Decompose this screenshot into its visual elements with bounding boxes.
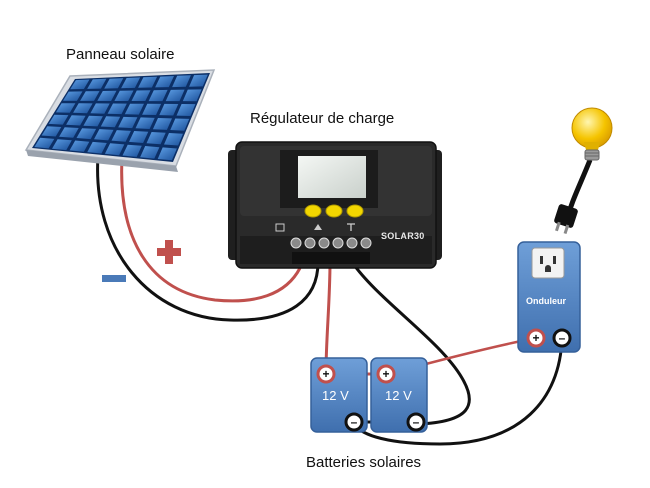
panel-cell <box>87 141 107 154</box>
panel-cell <box>48 114 69 125</box>
panel-cell <box>140 146 160 159</box>
inverter-negative-terminal <box>552 328 572 348</box>
panel-cell <box>94 129 114 141</box>
controller-display <box>298 156 366 198</box>
svg-text:–: – <box>559 331 566 345</box>
panel-cell <box>70 79 90 90</box>
panel-cell <box>182 89 202 102</box>
plus-sign-icon <box>157 240 181 264</box>
svg-text:+: + <box>382 367 389 381</box>
controller-button-1[interactable] <box>304 204 322 218</box>
inverter-label: Onduleur <box>526 296 566 306</box>
battery-2-negative-terminal <box>406 412 426 432</box>
panel-cell <box>111 130 131 142</box>
panel-cell <box>66 115 86 126</box>
load-symbol-icon <box>347 223 355 231</box>
panel-cell <box>138 76 158 88</box>
svg-text:–: – <box>351 415 358 429</box>
wall-outlet-icon <box>531 247 565 279</box>
controller-terminals <box>290 237 372 264</box>
battery-2-voltage-label: 12 V <box>385 388 412 403</box>
controller-button-3[interactable] <box>346 204 364 218</box>
panel-cell <box>83 115 103 127</box>
panel-cell <box>176 104 196 116</box>
controller-brand-label: SOLAR30 <box>381 231 425 241</box>
panel-cell <box>69 140 90 152</box>
charge-controller-label: Régulateur de charge <box>250 110 395 127</box>
panel-cell <box>100 116 121 128</box>
panel-cells <box>34 74 208 161</box>
panel-cell <box>131 90 151 101</box>
panel-cell <box>164 133 183 146</box>
panel-cell <box>97 90 117 101</box>
panel-cell <box>172 75 191 88</box>
battery-symbol-icon <box>314 224 322 230</box>
panel-cell <box>142 103 162 115</box>
panel-cell <box>107 103 127 115</box>
inverter: + – <box>517 241 581 353</box>
svg-text:+: + <box>532 331 539 345</box>
light-bulb-icon <box>571 107 613 161</box>
controller-button-2[interactable] <box>325 204 343 218</box>
batteries-label: Batteries solaires <box>306 454 422 471</box>
charge-controller <box>228 141 442 269</box>
panel-cell <box>159 103 179 116</box>
panel-cell <box>189 74 208 87</box>
panel-cell <box>165 89 185 102</box>
panel-cell <box>122 144 142 157</box>
solar-panel <box>24 69 216 172</box>
panel-cell <box>80 91 100 101</box>
panel-cell <box>34 137 55 149</box>
panel-cell <box>52 139 72 151</box>
panel-cell <box>87 78 107 89</box>
panel-cell <box>114 90 134 101</box>
panel-cell <box>59 127 79 138</box>
panel-cell <box>63 91 83 101</box>
power-plug-icon <box>554 204 578 235</box>
panel-cell <box>55 103 76 113</box>
panel-cell <box>135 117 155 129</box>
panel-cell <box>76 128 97 140</box>
panel-positive-wire <box>120 157 302 303</box>
panel-cell <box>41 126 62 137</box>
panel-cell <box>170 118 190 131</box>
minus-sign-icon <box>102 275 126 282</box>
inverter-negative-wire <box>352 337 564 446</box>
panel-cell <box>90 103 110 114</box>
panel-cell <box>157 147 177 161</box>
panel-cell <box>124 103 144 115</box>
solar-panel-label: Panneau solaire <box>66 46 175 63</box>
battery-1: + – <box>310 357 368 433</box>
panel-cell <box>104 78 124 89</box>
panel-cell <box>104 143 125 156</box>
panel-cell <box>129 131 149 143</box>
svg-text:–: – <box>413 415 420 429</box>
battery-2: + – <box>370 357 428 433</box>
panel-negative-wire <box>96 155 320 322</box>
panel-cell <box>146 132 166 145</box>
panel-cell <box>73 103 93 114</box>
panel-cell <box>152 118 172 130</box>
battery-1-voltage-label: 12 V <box>322 388 349 403</box>
inverter-positive-terminal <box>526 328 546 348</box>
battery-2-positive-terminal <box>376 364 396 384</box>
panel-cell <box>155 76 174 88</box>
panel-symbol-icon <box>275 223 285 232</box>
panel-cell <box>148 89 168 102</box>
battery-negative-wire <box>350 261 471 426</box>
svg-text:+: + <box>322 367 329 381</box>
panel-cell <box>121 77 141 89</box>
battery-1-positive-terminal <box>316 364 336 384</box>
battery-1-negative-terminal <box>344 412 364 432</box>
battery-positive-wire <box>324 261 332 373</box>
panel-cell <box>118 116 138 129</box>
